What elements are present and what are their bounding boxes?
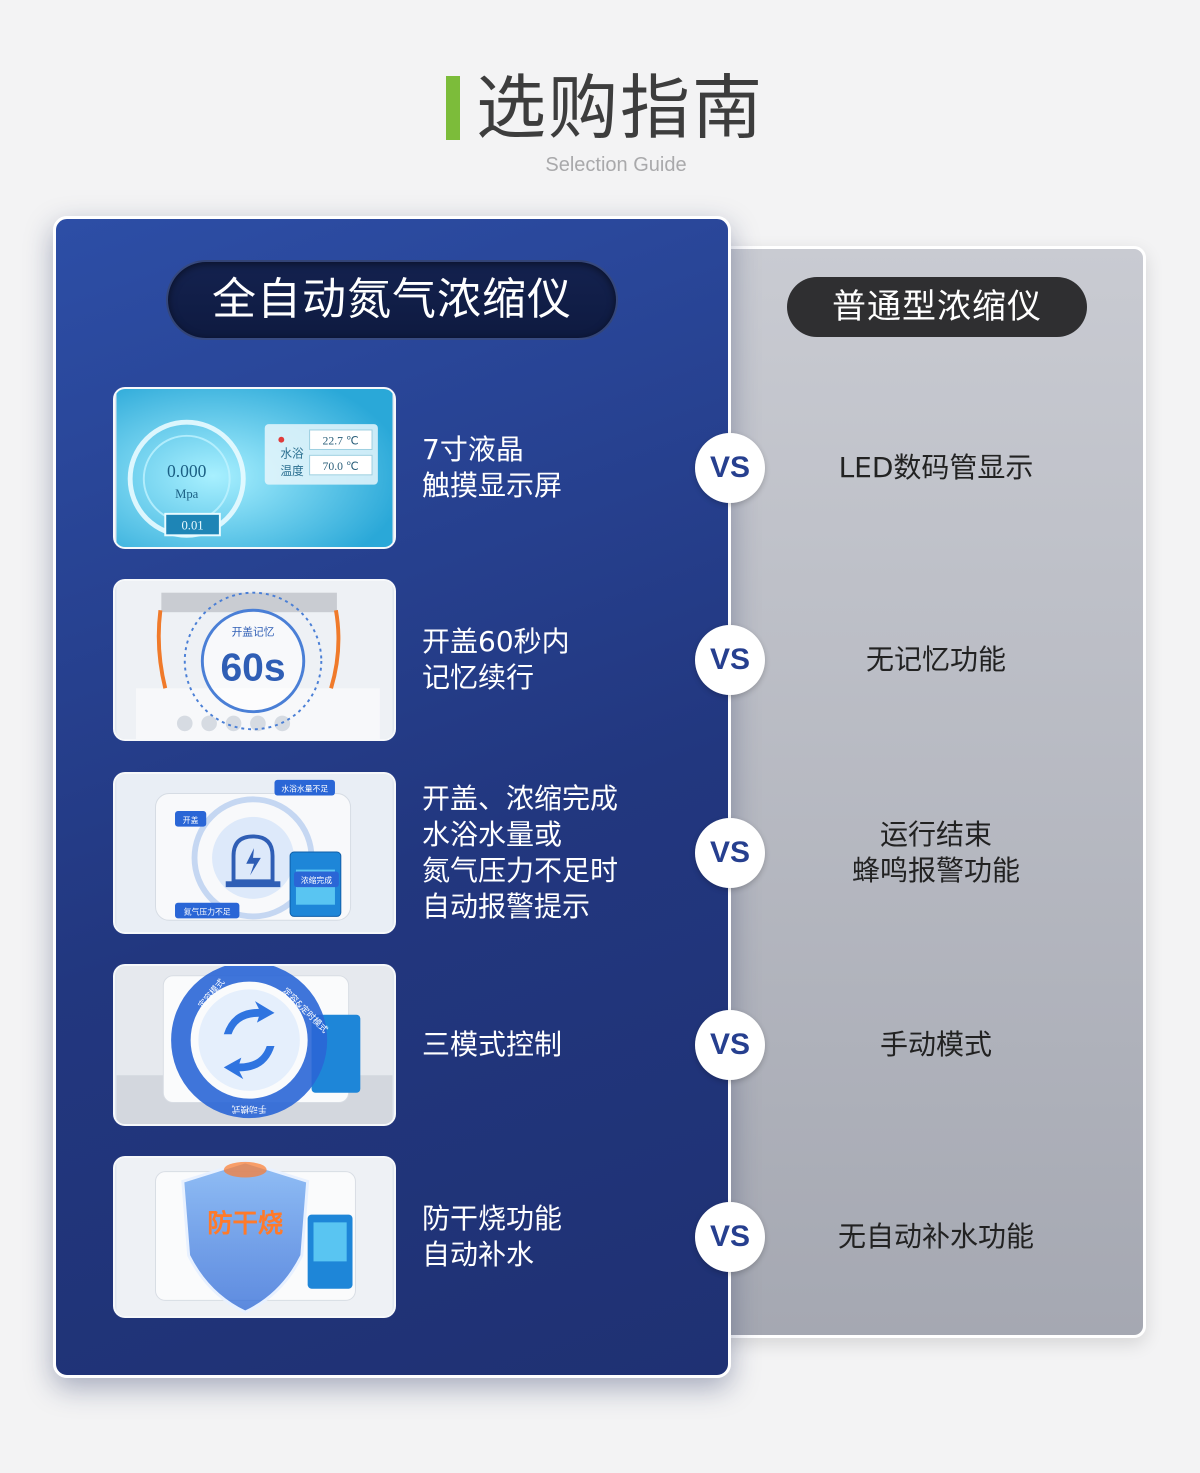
comparison-row-1: 0.000 Mpa 0.01 水浴 温度 22.7 ℃ 70.0 ℃ 7寸液晶 … <box>0 387 1200 549</box>
vs-badge: VS <box>695 433 765 503</box>
alarm-image: 水浴水量不足 开盖 浓缩完成 氮气压力不足 <box>116 774 393 932</box>
thumb-memory: 开盖记忆 60s <box>113 579 396 741</box>
page-subtitle: Selection Guide <box>545 154 687 176</box>
normal-panel <box>700 246 1146 1338</box>
page-title: 选购指南 <box>446 68 764 148</box>
vs-badge: VS <box>695 818 765 888</box>
comparison-row-3: 水浴水量不足 开盖 浓缩完成 氮气压力不足 开盖、浓缩完成 水浴水量或 氮气压力… <box>0 772 1200 934</box>
comparison-row-5: 防干烧 防干烧功能 自动补水 VS 无自动补水功能 <box>0 1156 1200 1318</box>
gauge-value: 0.000 <box>167 461 207 481</box>
alarm-tag-lid: 开盖 <box>183 815 199 825</box>
alarm-tag-done: 浓缩完成 <box>301 875 332 885</box>
thumb-anti-dry: 防干烧 <box>113 1156 396 1318</box>
bath-label-1: 水浴 <box>280 446 304 460</box>
cycle-arrow-icon <box>223 1045 275 1080</box>
thumb-modes: 定容模式 定容&定时模式 手动模式 <box>113 964 396 1126</box>
alarm-bolt-icon <box>246 848 261 876</box>
normal-text-4: 手动模式 <box>879 1028 992 1061</box>
cycle-arrow-icon <box>223 1001 275 1035</box>
page-title-text: 选购指南 <box>476 67 764 149</box>
modes-image: 定容模式 定容&定时模式 手动模式 <box>116 966 393 1124</box>
feature-text-3: 开盖、浓缩完成 水浴水量或 氮气压力不足时 自动报警提示 <box>422 782 619 923</box>
normal-text-2: 无记忆功能 <box>865 643 1006 676</box>
normal-text-1: LED数码管显示 <box>838 451 1034 484</box>
vs-badge: VS <box>695 625 765 695</box>
touch-screen-image: 0.000 Mpa 0.01 水浴 温度 22.7 ℃ 70.0 ℃ <box>116 389 393 547</box>
normal-label: 普通型浓缩仪 <box>787 277 1087 337</box>
normal-text-3: 运行结束 蜂鸣报警功能 <box>851 818 1020 887</box>
vs-badge: VS <box>695 1010 765 1080</box>
memory-image: 开盖记忆 60s <box>116 581 393 739</box>
title-accent-bar <box>446 76 460 140</box>
alarm-tag-water: 水浴水量不足 <box>281 784 328 794</box>
alarm-tag-nitrogen: 氮气压力不足 <box>184 906 231 916</box>
bath-label-2: 温度 <box>280 464 304 478</box>
memory-caption: 开盖记忆 <box>232 626 275 639</box>
shield-icon <box>181 1160 310 1314</box>
feature-text-4: 三模式控制 <box>422 1028 563 1061</box>
auto-label: 全自动氮气浓缩仪 <box>166 260 618 340</box>
feature-text-1: 7寸液晶 触摸显示屏 <box>422 433 563 502</box>
temp-1: 22.7 ℃ <box>323 435 360 448</box>
feature-text-5: 防干烧功能 自动补水 <box>422 1202 563 1271</box>
temp-2: 70.0 ℃ <box>323 460 360 473</box>
small-value: 0.01 <box>181 518 203 532</box>
status-dot-icon <box>278 436 285 443</box>
thumb-touch-screen: 0.000 Mpa 0.01 水浴 温度 22.7 ℃ 70.0 ℃ <box>113 387 396 549</box>
comparison-row-4: 定容模式 定容&定时模式 手动模式 三模式控制 VS 手动模式 <box>0 964 1200 1126</box>
anti-dry-badge: 防干烧 <box>207 1208 283 1238</box>
thumb-alarm: 水浴水量不足 开盖 浓缩完成 氮气压力不足 <box>113 772 396 934</box>
gauge-unit: Mpa <box>175 487 199 501</box>
vs-badge: VS <box>695 1202 765 1272</box>
header: 选购指南 Selection Guide <box>0 0 1200 200</box>
anti-dry-image: 防干烧 <box>116 1158 393 1316</box>
memory-seconds: 60s <box>220 646 285 689</box>
normal-text-5: 无自动补水功能 <box>837 1220 1034 1253</box>
mode-label-manual: 手动模式 <box>231 1103 266 1115</box>
comparison-row-2: 开盖记忆 60s 开盖60秒内 记忆续行 VS 无记忆功能 <box>0 579 1200 741</box>
feature-text-2: 开盖60秒内 记忆续行 <box>422 625 570 694</box>
